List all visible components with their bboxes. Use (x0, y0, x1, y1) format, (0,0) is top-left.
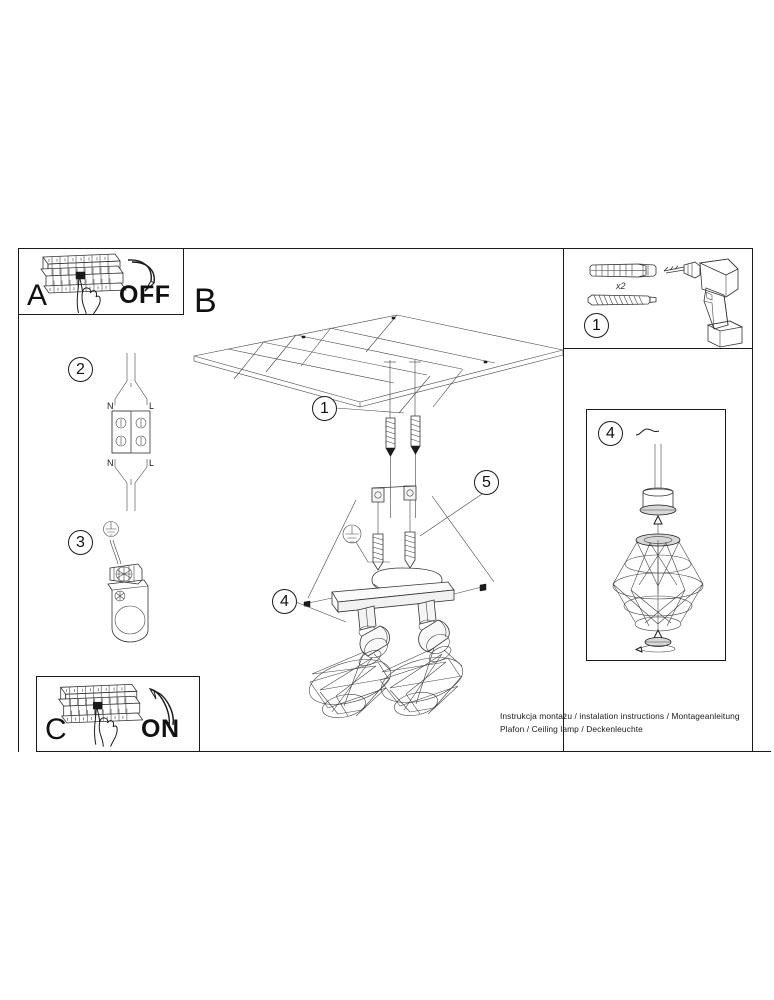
panel-b-main-assembly: B (184, 248, 563, 752)
callout-step-5-main: 5 (474, 470, 499, 495)
callout-step-1: 1 (584, 313, 609, 338)
svg-text:N: N (107, 401, 114, 411)
power-drill-icon (663, 258, 744, 348)
arrow-up-icon (148, 687, 174, 727)
panel-step-2-terminal: 2 N L N (40, 353, 180, 518)
step-b-letter: B (194, 282, 217, 320)
wall-plug-icon (589, 263, 657, 278)
ceiling-grid-icon (193, 314, 563, 414)
caption-line-2: Plafon / Ceiling lamp / Deckenleuchte (500, 724, 643, 734)
arrow-down-icon (127, 259, 155, 292)
sheet-right-edge (751, 248, 753, 752)
caption-block: Instrukcja montażu / instalation instruc… (500, 710, 750, 736)
wall-plug-quantity: x2 (616, 281, 626, 291)
callout-step-3: 3 (68, 530, 93, 555)
screw-icon (587, 294, 657, 306)
svg-text:N: N (107, 458, 114, 468)
svg-text:L: L (149, 401, 154, 411)
twist-hint-icon (635, 428, 660, 436)
step-c-action-label: ON (141, 715, 180, 743)
panel-step-3-earth: 3 (46, 516, 186, 646)
svg-text:L: L (149, 458, 154, 468)
column-divider (563, 248, 565, 752)
callout-4-leader-line (295, 601, 347, 623)
fuse-box-hand-icon (40, 253, 127, 315)
callout-step-2: 2 (68, 357, 93, 382)
earth-bracket-icon (107, 539, 149, 643)
callout-5-leader-line (419, 493, 483, 537)
panel-step-c: C ON (36, 676, 200, 752)
callout-step-4-main: 4 (272, 589, 297, 614)
fuse-box-hand-icon (57, 683, 144, 747)
sheet-left-edge (18, 248, 20, 752)
callout-step-1-main: 1 (312, 396, 337, 421)
callout-step-4: 4 (598, 421, 623, 446)
panel-step-a: A OFF (18, 248, 184, 315)
sheet-bottom-edge (184, 750, 771, 752)
panel-step-1-parts: x2 (563, 248, 753, 349)
instruction-sheet: A OFF x2 (18, 248, 771, 752)
step-c-letter: C (45, 713, 67, 746)
panel-step-4-shade: 4 (586, 409, 726, 661)
step-a-action-label: OFF (119, 281, 171, 309)
sheet-top-edge (184, 248, 752, 250)
terminal-block-icon: N L N L (107, 353, 154, 511)
callout-1-leader-line (335, 407, 405, 414)
caption-line-1: Instrukcja montażu / instalation instruc… (500, 711, 740, 721)
step-a-letter: A (27, 279, 48, 312)
earth-ground-icon (103, 521, 119, 537)
ceiling-lamp-assembly-icon (303, 485, 495, 718)
shade-assembly-exploded-icon (612, 444, 704, 653)
